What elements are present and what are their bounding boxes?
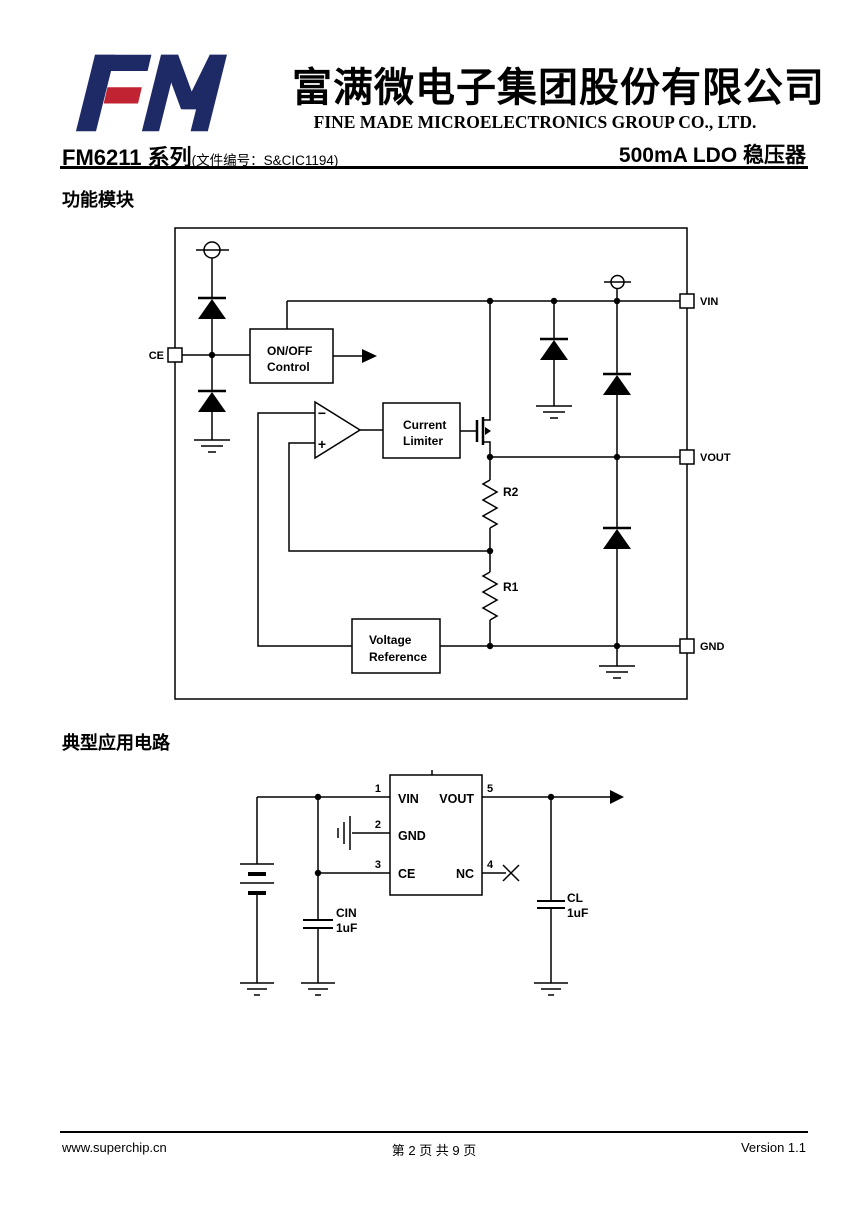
ground-icon [536, 405, 572, 419]
opamp-noninverting-label: + [318, 436, 326, 452]
battery-long-plates [240, 863, 274, 884]
diode-icon [603, 375, 631, 395]
vout-rail: VOUT [486, 449, 731, 465]
ic-pin-label-vin: VIN [398, 792, 419, 806]
part-number: FM6211 系列 [62, 145, 192, 170]
vref-label-line1: Voltage [369, 633, 412, 647]
diode-icon [198, 299, 226, 319]
logo-letter-m [141, 54, 227, 132]
part-number-line: FM6211 系列(文件编号：S&CIC1194) [62, 140, 338, 172]
company-logo [66, 50, 234, 136]
ic-pin-label-gnd: GND [398, 829, 426, 843]
application-circuit-diagram: VIN GND CE VOUT NC 1 2 3 [240, 770, 624, 996]
opamp-icon [314, 400, 362, 460]
vin-pad-label: VIN [700, 296, 718, 308]
diode-icon [198, 392, 226, 412]
gnd-pad [679, 638, 695, 654]
ic-body: VIN GND CE VOUT NC [389, 770, 483, 896]
logo-letter-f [75, 54, 152, 132]
ground-icon [240, 982, 274, 996]
vref-label-line2: Reference [369, 650, 427, 664]
pin1-number: 1 [375, 783, 381, 795]
functional-block-diagram: CE ON/OFF Control [149, 227, 731, 700]
voltage-reference-block: Voltage Reference [351, 618, 441, 674]
capacitor-icon [303, 919, 333, 929]
section-title-functional-block: 功能模块 [62, 190, 134, 210]
vout-pad-label: VOUT [700, 452, 731, 464]
diode-icon [540, 340, 568, 360]
cin-name-label: CIN [336, 906, 357, 920]
ground-icon [534, 982, 568, 996]
cl-name-label: CL [567, 891, 583, 905]
fm-logo-icon [75, 54, 227, 132]
pin5-number: 5 [487, 783, 493, 795]
pin1-wire: 1 [314, 783, 390, 801]
pin3-number: 3 [375, 859, 381, 871]
onoff-label-line2: Control [267, 360, 310, 374]
ce-pad [167, 347, 183, 363]
ce-pad-label: CE [149, 350, 164, 362]
right-clamp-branch [599, 301, 635, 679]
no-connect-x-icon [502, 864, 520, 882]
arrow-right-icon [362, 349, 377, 363]
pin4-number: 4 [487, 859, 494, 871]
pass-mosfet [460, 301, 491, 457]
r1-label: R1 [503, 580, 519, 594]
ground-icon [301, 982, 335, 996]
ic-pin-label-vout: VOUT [439, 792, 474, 806]
onoff-control-block: ON/OFF Control [249, 301, 377, 384]
pin2-wire: 2 [337, 816, 390, 850]
left-clamp-branch [194, 241, 230, 453]
cl-value-label: 1uF [567, 906, 588, 920]
pin2-number: 2 [375, 819, 381, 831]
pin5-wire: 5 [482, 783, 624, 804]
capacitor-icon [537, 900, 565, 909]
r2-label: R2 [503, 485, 519, 499]
cin-branch: CIN 1uF [301, 797, 357, 996]
footer-page-info: 第 2 页 共 9 页 [391, 1143, 477, 1158]
ic-pin-label-nc: NC [456, 867, 474, 881]
error-amplifier: − + [257, 400, 494, 647]
diode-icon [603, 529, 631, 549]
limiter-label-line1: Current [403, 418, 446, 432]
footer-website: www.superchip.cn [62, 1140, 167, 1155]
vout-pad [679, 449, 695, 465]
footer-rule [60, 1131, 808, 1133]
footer-version: Version 1.1 [740, 1140, 806, 1155]
battery-branch [240, 796, 318, 996]
ground-icon [194, 439, 230, 453]
ce-pin: CE [149, 347, 250, 363]
pin3-wire: 3 [314, 859, 390, 877]
resistor-r1-icon [481, 571, 499, 621]
onoff-label-line1: ON/OFF [267, 344, 312, 358]
product-title: 500mA LDO 稳压器 [618, 144, 806, 167]
ground-icon [599, 665, 635, 679]
resistor-r2-icon [481, 479, 499, 529]
feedback-wire [288, 442, 490, 552]
pin4-wire: 4 [482, 859, 520, 882]
output-arrow-icon [610, 790, 624, 804]
vref-input-wire [257, 412, 352, 647]
limiter-label-line2: Limiter [403, 434, 443, 448]
doc-number: (文件编号：S&CIC1194) [191, 153, 339, 168]
gnd-pad-label: GND [700, 641, 725, 653]
current-limiter-block: Current Limiter [382, 402, 461, 459]
mid-clamp-branch [536, 301, 572, 419]
cin-value-label: 1uF [336, 921, 357, 935]
vin-pad [679, 293, 695, 309]
gnd-rail: GND [440, 638, 725, 654]
logo-red-dash [103, 87, 142, 104]
cl-branch: CL 1uF [534, 797, 588, 996]
mosfet-arrow-icon [485, 427, 491, 435]
opamp-inverting-label: − [318, 405, 326, 421]
feedback-divider: R2 R1 [481, 457, 519, 646]
company-name-en: FINE MADE MICROELECTRONICS GROUP CO., LT… [313, 112, 757, 132]
section-title-application-circuit: 典型应用电路 [62, 733, 170, 753]
ic-pin-label-ce: CE [398, 867, 415, 881]
ground-icon [337, 816, 351, 850]
header-rule [60, 166, 808, 169]
company-name-cn: 富满微电子集团股份有限公司 [292, 65, 825, 110]
